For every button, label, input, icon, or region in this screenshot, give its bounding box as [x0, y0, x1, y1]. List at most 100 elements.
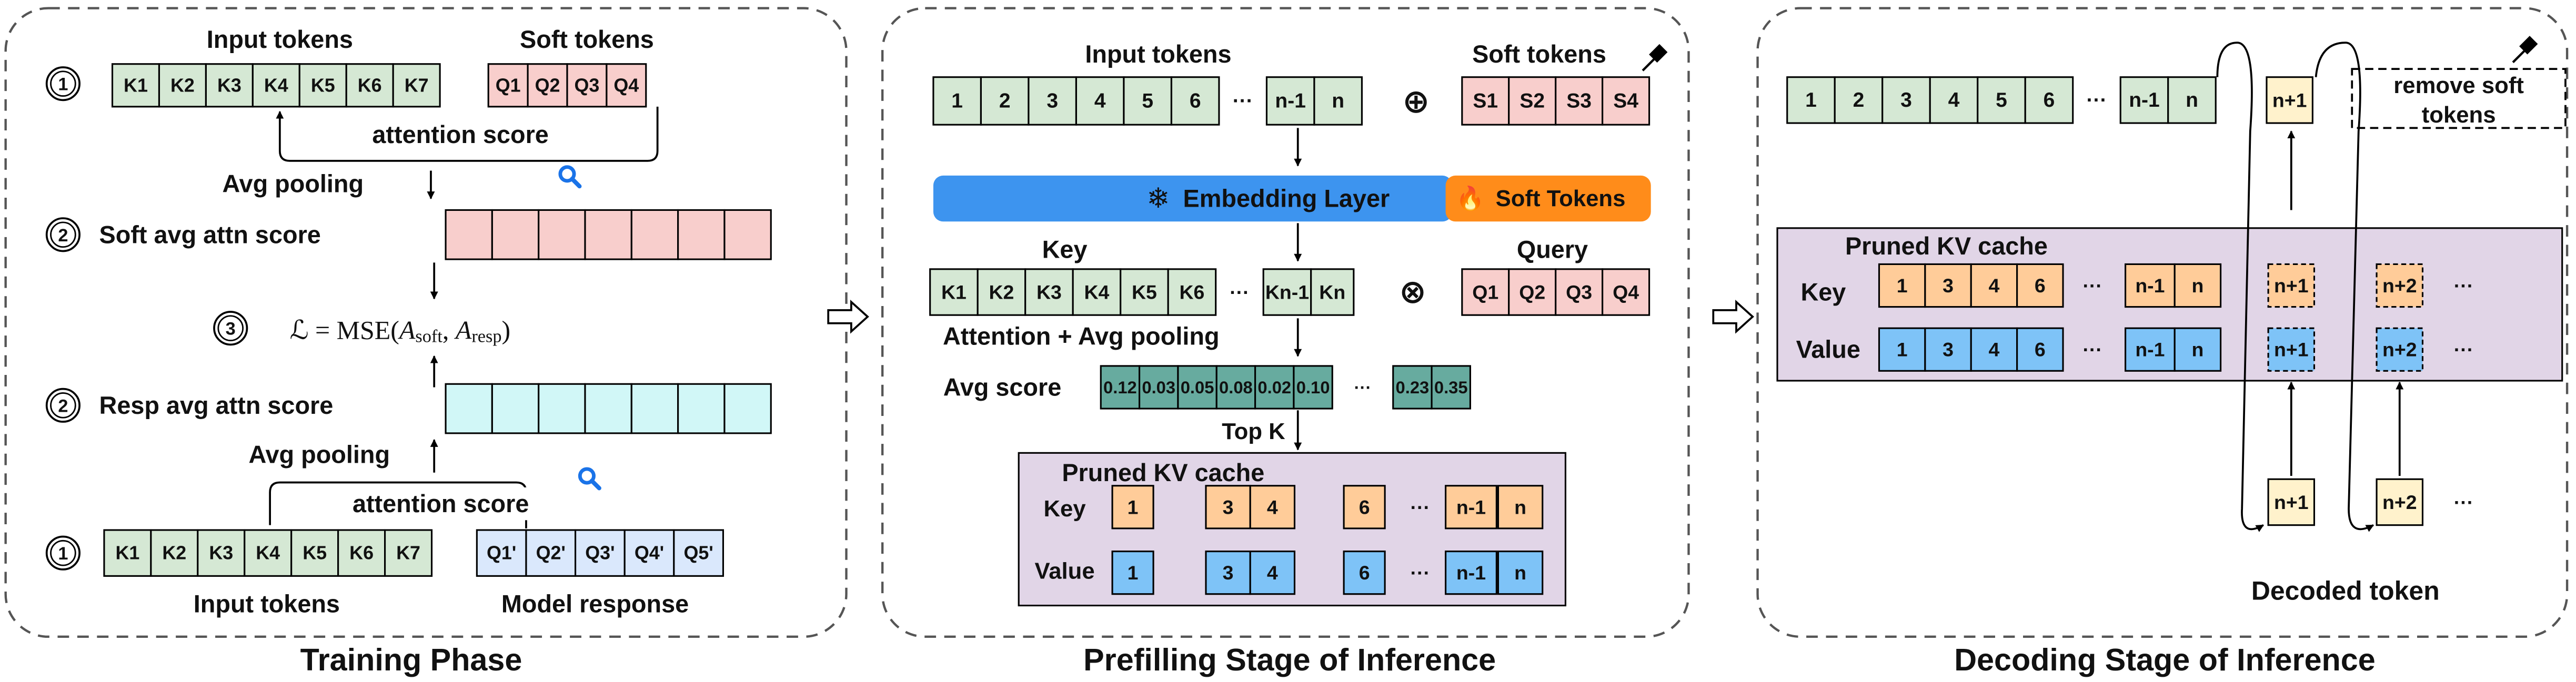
training-input-token-label: K3: [217, 75, 242, 96]
decoding-new-value-1-label: n+1: [2274, 339, 2309, 361]
prefill-pruned-value-cell: [1445, 551, 1497, 595]
avg-pooling-label-top: Avg pooling: [223, 170, 364, 198]
decoded-token-2: [2376, 478, 2424, 526]
decoding-input-token-label: ···: [2086, 89, 2107, 111]
key-token-cell: [977, 268, 1027, 316]
prefill-pruned-value-cell-label: 4: [1267, 562, 1278, 584]
response-token-label: Q2': [536, 543, 566, 564]
prefill-pruned-key-cell: [1205, 485, 1251, 530]
prefill-pruned-key-cell-label: 3: [1223, 496, 1234, 518]
prefill-pruned-value-cell-label: 6: [1359, 562, 1370, 584]
training-soft-token-label: Q1: [496, 75, 521, 96]
decoding-input-token-label: 2: [1853, 89, 1865, 111]
step2-marker-soft-label: 2: [58, 226, 68, 246]
soft-tokens-embed-bar: [1445, 175, 1651, 222]
training-bottom-input-token-cell: [337, 529, 386, 577]
soft-avg-cell: [630, 209, 679, 260]
resp-avg-cell: [445, 383, 493, 434]
pin-icon-prefill-head: [1649, 44, 1668, 63]
resp-avg-label: Resp avg attn score: [99, 392, 334, 419]
training-soft-token-label: Q2: [535, 75, 560, 96]
prefill-input-token-label: 4: [1094, 89, 1106, 112]
attention-score-label-top: attention score: [372, 121, 548, 148]
decoding-value-cell-label: 4: [1989, 339, 2000, 361]
prefill-soft-token-cell: [1602, 76, 1651, 126]
decoding-input-token-label: n: [2186, 89, 2198, 111]
search-icon-bottom-handle: [589, 479, 601, 491]
training-input-token-label: K4: [264, 75, 288, 96]
top-k-label: Top K: [1222, 419, 1285, 444]
score-cell-label: 0.23: [1396, 378, 1430, 397]
score-cell-cell: [1392, 365, 1433, 410]
resp-avg-cell: [538, 383, 586, 434]
prefill-pruned-key-cell: [1249, 485, 1296, 530]
key-token-label: K5: [1132, 281, 1157, 303]
prefill-input-token-cell: [932, 76, 982, 126]
decoding-key-cell-label: 1: [1897, 274, 1908, 297]
decoded-token-1: [2267, 478, 2316, 526]
soft-avg-cell: [491, 209, 540, 260]
decoding-new-value-2-label: n+2: [2382, 339, 2417, 361]
key-token-cell: [1024, 268, 1074, 316]
training-soft-tokens-label: Soft tokens: [520, 26, 654, 53]
decoding-input-token-label: 1: [1805, 89, 1817, 111]
phase-arrow-2: [1712, 300, 1754, 334]
decoding-value-cell-label: 1: [1897, 339, 1908, 361]
decoding-input-token-label: 6: [2044, 89, 2055, 111]
training-input-token-label: K6: [358, 75, 382, 96]
training-input-token-label: K2: [170, 75, 195, 96]
step2-marker-soft-inner: [50, 221, 76, 248]
prefill-pruned-key-cell-label: ···: [1411, 496, 1430, 518]
prefill-pruned-value-cell-label: ···: [1411, 562, 1430, 584]
prefill-pruned-value-cell-label: n-1: [1456, 562, 1486, 584]
step1-marker-top-inner: [50, 70, 76, 97]
resp-avg-cell: [723, 383, 772, 434]
prefill-pruned-key-cell: [1445, 485, 1497, 530]
training-soft-token-label: Q4: [613, 75, 639, 96]
decoding-key-ellipsis: ···: [2454, 274, 2473, 297]
score-cell-label: 0.35: [1434, 378, 1468, 397]
decoding-key-cell-label: ···: [2082, 274, 2102, 297]
prefill-pruned-key-cell-label: 4: [1267, 496, 1278, 518]
decoding-new-value-2: [2376, 327, 2424, 372]
step1-marker-bottom-label: 1: [58, 544, 68, 564]
soft-tokens-embed-label: Soft Tokens: [1496, 186, 1626, 211]
training-input-token-label: K1: [124, 75, 148, 96]
prefill-pruned-value-cell-label: n: [1514, 562, 1526, 584]
decoding-value-ellipsis: ···: [2454, 339, 2473, 361]
training-bottom-input-token-label: K3: [209, 543, 233, 564]
decoding-input-token-cell: [1929, 76, 1979, 124]
training-bottom-input-token-cell: [244, 529, 293, 577]
step2-marker-resp-label: 2: [58, 396, 68, 416]
decoding-value-cell: [2016, 327, 2064, 372]
training-input-tokens-label: Input tokens: [207, 26, 353, 53]
bottom-input-tokens-label: Input tokens: [194, 590, 340, 617]
soft-avg-label: Soft avg attn score: [99, 221, 321, 248]
decoding-value-cell: [1878, 327, 1926, 372]
prefill-input-token-cell: [1028, 76, 1077, 126]
training-bottom-input-token-label: K2: [162, 543, 186, 564]
prefill-input-token-label: 6: [1190, 89, 1201, 112]
decoding-value-cell-label: ···: [2082, 339, 2102, 361]
key-token-label: K3: [1037, 281, 1062, 303]
training-input-token-cell: [345, 63, 394, 108]
query-token-label: Q2: [1519, 281, 1545, 303]
key-token-cell: [1167, 268, 1217, 316]
decoding-key-cell: [1970, 263, 2018, 308]
phase-arrow-1: [827, 300, 869, 334]
prefill-soft-token-cell: [1508, 76, 1557, 126]
training-input-token-cell: [298, 63, 347, 108]
remove-soft-tokens-label-2: tokens: [2422, 102, 2496, 128]
key-token-label: Kn: [1319, 281, 1345, 303]
key-token-label: Kn-1: [1265, 281, 1309, 303]
embedding-layer-label: Embedding Layer: [1183, 185, 1390, 212]
key-token-label: K2: [989, 281, 1014, 303]
prefill-pruned-key-cell: [1111, 485, 1154, 530]
decoding-input-token-cell: [2024, 76, 2074, 124]
training-input-token-label: K7: [405, 75, 429, 96]
avg-pooling-label-bottom: Avg pooling: [248, 441, 390, 468]
training-bottom-input-token-label: K4: [256, 543, 280, 564]
embedding-layer-bar: [933, 175, 1453, 222]
fire-icon: 🔥: [1456, 185, 1484, 211]
decoding-key-cell: [1924, 263, 1972, 308]
